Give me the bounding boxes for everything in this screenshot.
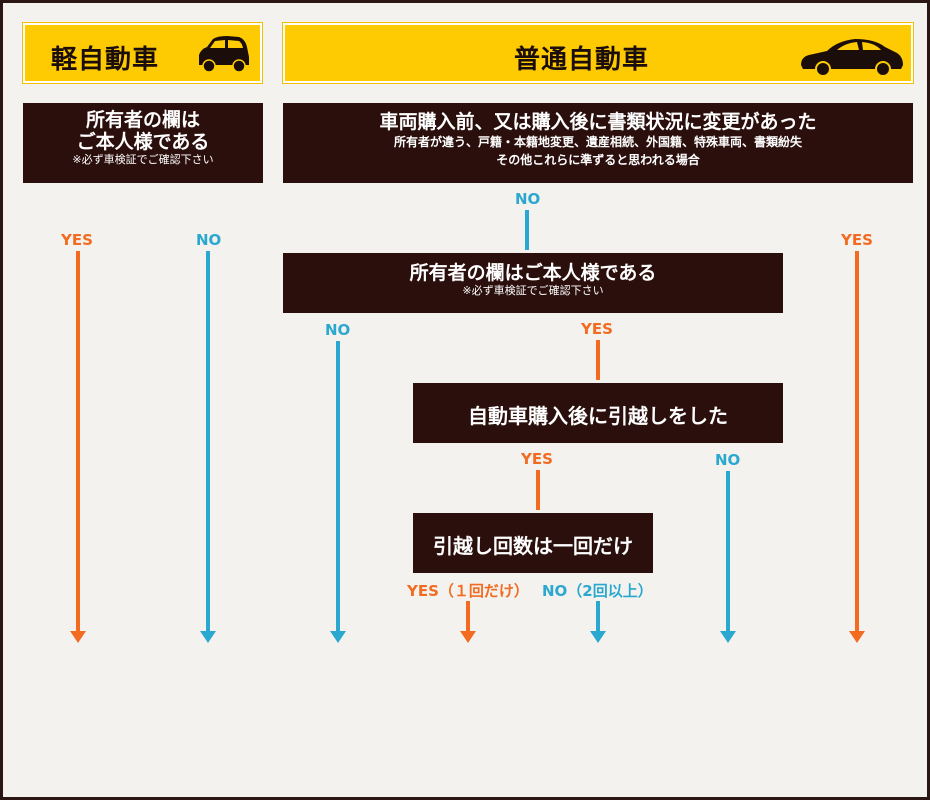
connector-regular-no: [525, 210, 529, 250]
regular-change-question: 車両購入前、又は購入後に書類状況に変更があった 所有者が違う、戸籍・本籍地変更、…: [283, 103, 913, 183]
no-label-moved: NO: [715, 451, 741, 469]
yes-label-moved: YES: [521, 450, 553, 468]
kei-question-line1: 所有者の欄は: [85, 109, 200, 131]
connector-owner-yes: [596, 340, 600, 380]
owner-question-note: ※必ず車検証でご確認下さい: [462, 284, 604, 297]
arrow-owner-no-line: [336, 341, 340, 633]
sedan-car-icon: [801, 39, 903, 77]
no-label-owner: NO: [325, 321, 351, 339]
arrow-regular-yes-head: [849, 631, 865, 643]
arrow-multiple-no-line: [596, 601, 600, 633]
yes-once-label: YES（１回だけ）: [407, 582, 529, 600]
kei-question-note: ※必ず車検証でご確認下さい: [72, 153, 214, 166]
arrow-kei-no-line: [206, 251, 210, 633]
arrow-regular-yes-line: [855, 251, 859, 633]
connector-moved-yes: [536, 470, 540, 510]
moved-once-question-line1: 引越し回数は一回だけ: [433, 534, 633, 558]
arrow-multiple-no-head: [590, 631, 606, 643]
yes-label-kei: YES: [61, 231, 93, 249]
owner-question-line1: 所有者の欄はご本人様である: [409, 262, 657, 284]
arrow-moved-no-head: [720, 631, 736, 643]
kei-question-line2: ご本人様である: [76, 131, 210, 153]
moved-once-question: 引越し回数は一回だけ: [413, 513, 653, 573]
owner-question: 所有者の欄はご本人様である ※必ず車検証でご確認下さい: [283, 253, 783, 313]
arrow-kei-no-head: [200, 631, 216, 643]
kei-header: 軽自動車: [23, 23, 262, 83]
arrow-once-yes-head: [460, 631, 476, 643]
no-multiple-label: NO（2回以上）: [542, 582, 653, 600]
arrow-moved-no-line: [726, 471, 730, 633]
regular-question-line1: 車両購入前、又は購入後に書類状況に変更があった: [379, 111, 817, 133]
regular-header: 普通自動車: [283, 23, 913, 83]
regular-question-line3: その他これらに準ずると思われる場合: [496, 153, 700, 167]
kei-title: 軽自動車: [51, 45, 160, 75]
arrow-owner-no-head: [330, 631, 346, 643]
regular-title: 普通自動車: [514, 45, 650, 75]
kei-car-icon: [199, 36, 249, 73]
moved-question-line1: 自動車購入後に引越しをした: [468, 404, 728, 428]
arrow-once-yes-line: [466, 601, 470, 633]
no-label-regular-top: NO: [515, 190, 541, 208]
arrow-kei-yes-line: [76, 251, 80, 633]
kei-owner-question: 所有者の欄は ご本人様である ※必ず車検証でご確認下さい: [23, 103, 263, 183]
yes-label-owner: YES: [581, 320, 613, 338]
arrow-kei-yes-head: [70, 631, 86, 643]
regular-question-line2: 所有者が違う、戸籍・本籍地変更、遺産相続、外国籍、特殊車両、書類紛失: [393, 135, 802, 149]
moved-question: 自動車購入後に引越しをした: [413, 383, 783, 443]
no-label-kei: NO: [196, 231, 222, 249]
yes-label-regular-change: YES: [841, 231, 873, 249]
